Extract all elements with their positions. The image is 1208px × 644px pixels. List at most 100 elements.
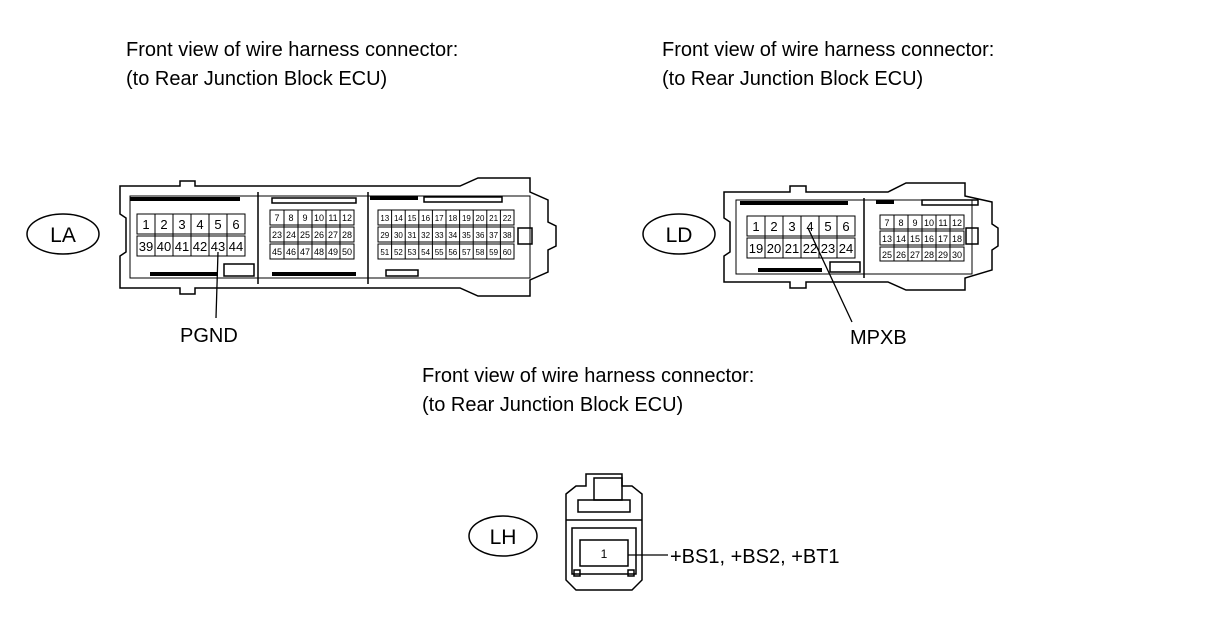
pin-number: 27 [328, 230, 338, 240]
pin-number: 37 [489, 231, 498, 240]
connector-lh-badge [468, 515, 538, 557]
pin-number: 3 [788, 219, 795, 234]
pin-number: 6 [842, 219, 849, 234]
connector-la-bar [130, 197, 240, 201]
pin-number: 59 [489, 248, 498, 257]
connector-ld-housing [723, 182, 999, 291]
connector-lh-latch [593, 477, 623, 501]
pin-number: 22 [803, 241, 817, 256]
connector-ld-badge [642, 213, 716, 255]
pin-number: 17 [938, 234, 948, 244]
pin-number: 54 [421, 248, 430, 257]
pin-number: 16 [421, 214, 430, 223]
connector-ld-latch [829, 261, 861, 273]
connector-ld-label: LD [666, 224, 693, 247]
pin-number: 13 [380, 214, 389, 223]
pin-number: 26 [314, 230, 324, 240]
pin-number: 6 [232, 217, 239, 232]
connector-lh-latch [577, 499, 631, 513]
connector-ld-cavities-right [879, 214, 965, 262]
pin-number: 56 [448, 248, 457, 257]
connector-lh-rib [627, 569, 635, 577]
connector-la-bar [272, 272, 356, 276]
pin-number: 19 [749, 241, 763, 256]
pin-number: 22 [503, 214, 512, 223]
mpxb-label: MPXB [850, 327, 907, 349]
pin-number: 18 [952, 234, 962, 244]
connector-ld-bar [740, 201, 848, 205]
pin-number: 11 [938, 218, 947, 228]
pin-number: 51 [380, 248, 389, 257]
pin-number: 10 [924, 218, 934, 228]
pin-number: 4 [806, 219, 813, 234]
connector-la-bar [150, 272, 218, 276]
pin-number: 27 [910, 250, 920, 260]
connector-la-badge [26, 213, 100, 255]
pin-number: 40 [157, 239, 171, 254]
pin-number: 15 [910, 234, 920, 244]
connector-lh-cavity [579, 539, 629, 567]
pin-number: 9 [912, 218, 917, 228]
pin-number: 7 [884, 218, 889, 228]
connector-ld-latch [921, 199, 979, 206]
connector-la [26, 177, 557, 319]
pin-number: 38 [503, 231, 512, 240]
connector-lh [468, 473, 668, 591]
pin-number: 26 [896, 250, 906, 260]
pin-number: 14 [896, 234, 906, 244]
pin-number: 16 [924, 234, 934, 244]
pin-number: 8 [898, 218, 903, 228]
pin-number: 47 [300, 247, 310, 257]
pin-number: 24 [839, 241, 853, 256]
pin-number: 28 [924, 250, 934, 260]
caption-line-2: (to Rear Junction Block ECU) [422, 394, 684, 416]
pin-number: 29 [938, 250, 948, 260]
pin-number: 14 [394, 214, 403, 223]
connector-ld-bar [758, 268, 822, 272]
connector-ld-bar [876, 200, 894, 204]
pin-number: 12 [342, 213, 352, 223]
caption-line-1: Front view of wire harness connector: [422, 365, 755, 387]
connector-la-latch [385, 269, 419, 277]
pin-number: 1 [601, 547, 608, 561]
pin-number: 30 [394, 231, 403, 240]
pin-number: 4 [196, 217, 203, 232]
pin-number: 46 [286, 247, 296, 257]
pin-number: 24 [286, 230, 296, 240]
caption-line-2: (to Rear Junction Block ECU) [126, 68, 388, 90]
pin-number: 41 [175, 239, 189, 254]
connector-la-leader [215, 251, 219, 319]
connector-lh-caption: Front view of wire harness connector: (t… [422, 362, 754, 420]
pin-number: 33 [435, 231, 444, 240]
pin-number: 3 [178, 217, 185, 232]
pin-number: 8 [288, 213, 293, 223]
pin-number: 57 [462, 248, 471, 257]
pin-number: 23 [272, 230, 282, 240]
pin-number: 20 [767, 241, 781, 256]
pin-number: 28 [342, 230, 352, 240]
pin-number: 42 [193, 239, 207, 254]
bs-bt-label: +BS1, +BS2, +BT1 [670, 546, 840, 568]
pin-number: 36 [476, 231, 485, 240]
connector-ld-frame [735, 199, 973, 275]
connector-ld-caption: Front view of wire harness connector: (t… [662, 36, 994, 94]
pin-number: 20 [476, 214, 485, 223]
caption-line-2: (to Rear Junction Block ECU) [662, 68, 924, 90]
connector-la-cavities-left [136, 213, 246, 257]
pin-number: 29 [380, 231, 389, 240]
pin-number: 10 [314, 213, 324, 223]
pin-number: 12 [952, 218, 962, 228]
pin-number: 30 [952, 250, 962, 260]
connector-ld-leader [807, 227, 853, 323]
pin-number: 34 [448, 231, 457, 240]
pin-number: 18 [448, 214, 457, 223]
pin-number: 21 [489, 214, 498, 223]
pin-number: 25 [882, 250, 892, 260]
pin-number: 7 [274, 213, 279, 223]
connector-lh-housing [565, 473, 643, 591]
connector-la-label: LA [50, 224, 76, 247]
pin-number: 17 [435, 214, 444, 223]
pin-number: 53 [408, 248, 417, 257]
connector-ld [642, 182, 999, 323]
connector-la-housing [119, 177, 557, 297]
